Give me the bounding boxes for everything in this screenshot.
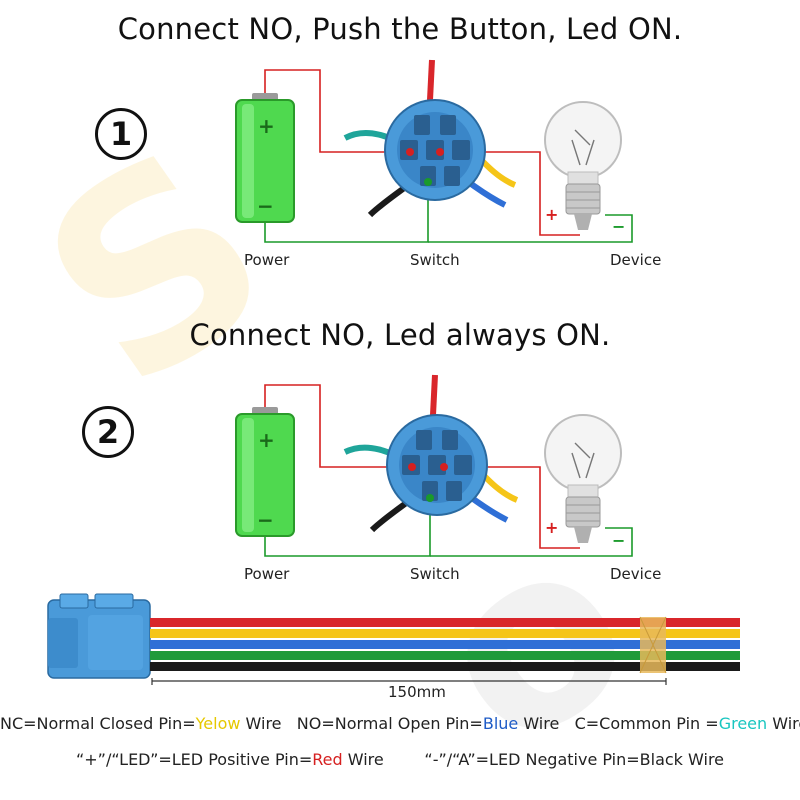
light-bulb-icon-1 xyxy=(544,101,622,230)
label-device-1: Device xyxy=(610,251,662,269)
wire-red xyxy=(150,618,740,627)
legend-nc-color: Yelow xyxy=(195,714,241,733)
legend-nc-suffix: Wire NO=Normal Open Pin= xyxy=(240,714,483,733)
circuit-red-line-2b xyxy=(444,466,580,549)
battery-minus-1: − xyxy=(257,194,274,218)
battery-icon-1: + − xyxy=(235,93,295,223)
battery-icon-2: + − xyxy=(235,407,295,537)
switch-connector-2 xyxy=(343,374,519,533)
legend-c-suffix: Wire xyxy=(772,714,800,733)
circuit-green-line-1 xyxy=(264,182,429,243)
circuit-red-line-1b xyxy=(440,151,580,236)
legend-no-color: Blue xyxy=(482,714,519,733)
diagram2-title: Connect NO, Led always ON. xyxy=(189,318,611,352)
circuit-red-line-2 xyxy=(264,384,412,468)
wire-stripped-ends xyxy=(639,616,667,674)
battery-minus-2: − xyxy=(257,508,274,532)
label-power-1: Power xyxy=(244,251,290,269)
wire-black xyxy=(150,662,740,671)
legend-no-suffix: Wire C=Common Pin = xyxy=(518,714,719,733)
device-minus-2: − xyxy=(612,531,625,550)
wire-yellow xyxy=(150,629,740,638)
battery-plus-1: + xyxy=(258,114,275,138)
label-switch-2: Switch xyxy=(410,565,460,583)
legend-pos-suffix: Wire “-”/“A”=LED Negative Pin=Black Wire xyxy=(342,750,725,769)
connector-plug-icon xyxy=(47,593,151,679)
step-number-1: 1 xyxy=(95,108,147,160)
circuit-green-line-2 xyxy=(264,498,431,557)
cable-length-label: 150mm xyxy=(388,683,446,701)
device-plus-1: + xyxy=(545,205,558,224)
label-device-2: Device xyxy=(610,565,662,583)
switch-connector-1 xyxy=(343,59,517,218)
circuit-green-line-1b xyxy=(428,214,633,243)
circuit-green-line-2b xyxy=(430,527,633,557)
diagram1-title: Connect NO, Push the Button, Led ON. xyxy=(117,12,683,46)
device-plus-2: + xyxy=(545,518,558,537)
light-bulb-icon-2 xyxy=(544,414,622,543)
battery-plus-2: + xyxy=(258,428,275,452)
wire-green xyxy=(150,651,740,660)
circuit-red-line-1 xyxy=(264,69,410,153)
label-power-2: Power xyxy=(244,565,290,583)
legend-pos-prefix: “+”/“LED”=LED Positive Pin= xyxy=(75,750,313,769)
label-switch-1: Switch xyxy=(410,251,460,269)
legend-nc-prefix: NC=Normal Closed Pin= xyxy=(0,714,196,733)
wire-blue xyxy=(150,640,740,649)
legend-line-2: “+”/“LED”=LED Positive Pin=Red Wire “-”/… xyxy=(0,750,800,769)
legend-pos-color: Red xyxy=(312,750,343,769)
device-minus-1: − xyxy=(612,217,625,236)
legend-line-1: NC=Normal Closed Pin=Yelow Wire NO=Norma… xyxy=(0,714,800,733)
legend-c-color: Green xyxy=(718,714,768,733)
step-number-2: 2 xyxy=(82,406,134,458)
